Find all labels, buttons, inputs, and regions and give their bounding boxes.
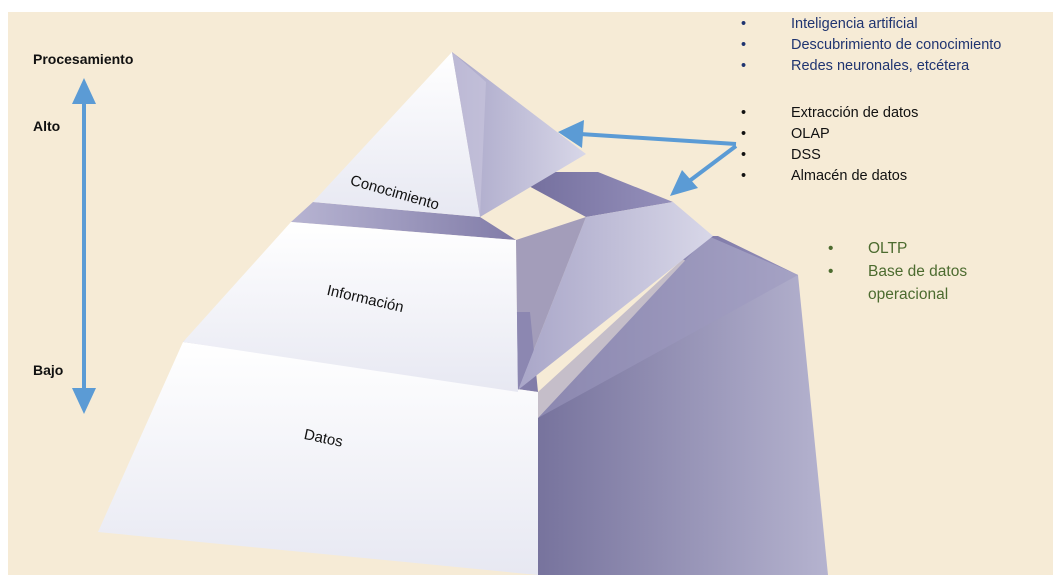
tier3-right-face [538,236,828,575]
data-technology-list: •OLTP •Base de datos operacional [828,237,967,306]
pyramid-graphic [72,52,828,575]
tier2-edge-shade [516,217,586,390]
list-item: •Redes neuronales, etcétera [741,58,970,74]
tier1-front-face [313,52,480,217]
pointer-arrows [558,120,738,196]
axis-high-label: Alto [33,118,61,134]
tier2-back-ledge [503,172,673,217]
axis-title: Procesamiento [33,51,134,67]
list-item: •DSS [741,147,821,163]
tier1-edge-shade [452,52,486,217]
list-item: •OLAP [741,126,830,142]
information-technology-list: •Extracción de datos •OLAP •DSS •Almacén… [741,103,918,187]
list-item: •Inteligencia artificial [741,16,918,32]
tier2-right-face [518,202,713,390]
list-item: •Extracción de datos [741,105,919,121]
tier2-front-face [183,222,518,392]
list-item: •Base de datos [828,263,968,280]
axis-low-label: Bajo [33,362,64,378]
diagram-canvas: Procesamiento Alto Bajo Conocimiento Inf… [8,12,1053,575]
list-item-continuation: operacional [868,286,949,303]
list-item: •OLTP [828,240,908,257]
processing-axis-arrow [72,78,96,414]
knowledge-technology-list: •Inteligencia artificial •Descubrimiento… [741,14,1001,77]
list-item: •Descubrimiento de conocimiento [741,37,1002,53]
tier3-front-shade [538,236,798,418]
tier3-front-face [98,342,538,575]
list-item: •Almacén de datos [741,168,908,184]
tier2-top-ledge [291,202,516,240]
